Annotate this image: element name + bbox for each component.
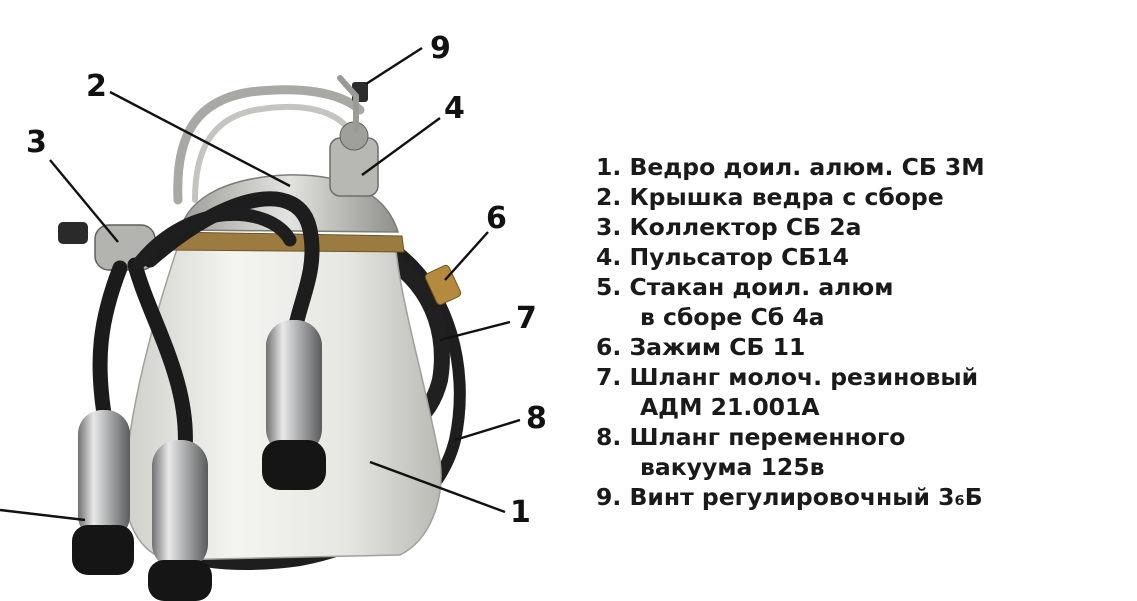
short-hose-4 [133,207,297,269]
callout-4: 4 [444,91,465,126]
legend-item-8-cont: вакуума 125в [640,453,825,481]
teat-cup-middle [148,440,212,601]
leader-2 [109,90,291,188]
legend-item-5-cont: в сборе Сб 4а [640,303,825,331]
leader-4 [361,117,441,176]
leader-5 [0,508,86,522]
leader-lines [0,46,521,522]
callout-7: 7 [516,301,537,336]
legend-item-7: 7. Шланг молоч. резиновый [596,363,979,391]
leader-9 [365,46,423,86]
teat-cup-left [72,410,134,575]
short-hose-2 [127,257,193,458]
callout-9: 9 [430,31,451,66]
leader-1 [369,460,506,514]
lid-handle-inner [192,103,348,203]
legend-item-9: 9. Винт регулировочный 3₆Б [596,483,983,511]
callout-1: 1 [510,495,531,530]
legend-item-7-cont: АДМ 21.001А [640,393,820,421]
legend-item-3: 3. Коллектор СБ 2а [596,213,862,241]
callout-3: 3 [26,125,47,160]
pulsator-arm [337,75,359,133]
teat-cup-right [262,320,326,490]
lid-handle [173,85,365,205]
legend-item-6: 6. Зажим СБ 11 [596,333,806,361]
callout-2: 2 [86,69,107,104]
parts-legend: 1. Ведро доил. алюм. СБ 3М 2. Крышка вед… [596,152,1132,512]
leader-8 [454,418,521,442]
short-hose-3 [92,260,128,428]
collector-valve [58,222,88,244]
callout-8: 8 [526,401,547,436]
legend-item-4: 4. Пульсатор СБ14 [596,243,849,271]
leader-7 [439,320,511,342]
callout-6: 6 [486,201,507,236]
legend-item-8: 8. Шланг переменного [596,423,906,451]
legend-item-2: 2. Крышка ведра с сборе [596,183,944,211]
leader-6 [444,231,489,281]
clamp [424,264,462,306]
legend-item-1: 1. Ведро доил. алюм. СБ 3М [596,153,985,181]
leader-3 [49,159,119,243]
legend-item-5: 5. Стакан доил. алюм [596,273,894,301]
